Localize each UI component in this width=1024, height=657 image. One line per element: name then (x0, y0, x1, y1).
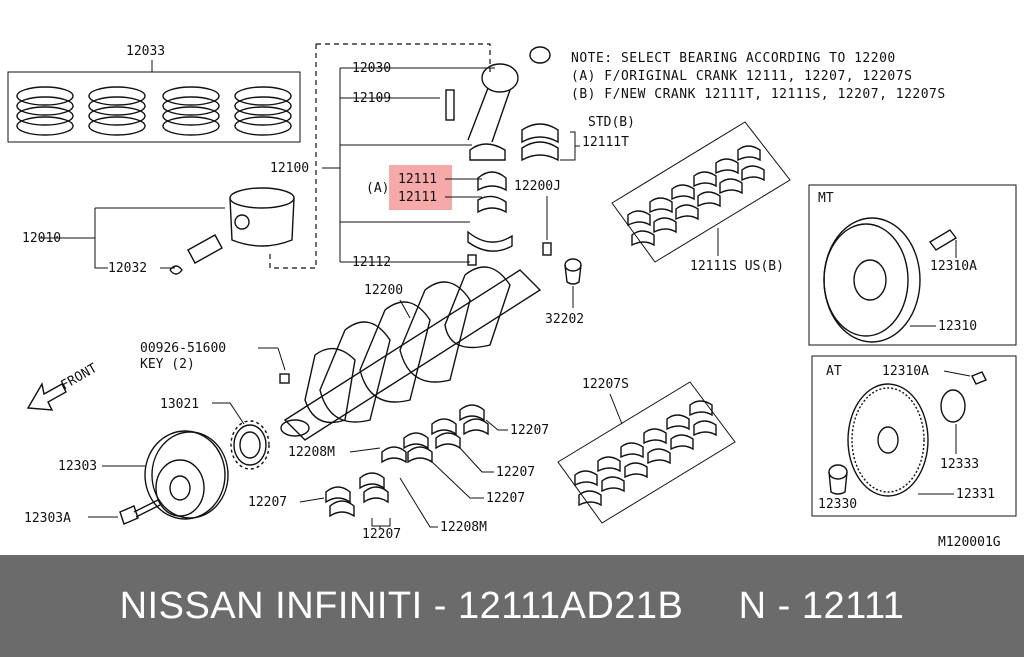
at-drive-plate-panel[interactable] (811, 355, 1017, 517)
label-12331: 12331 (956, 487, 995, 502)
label-13021: 13021 (160, 397, 199, 412)
label-mt: MT (818, 191, 834, 206)
pilot-bushing-32202[interactable] (564, 258, 582, 285)
label-12208m-lower: 12208M (440, 520, 487, 535)
label-std-b: STD(B) (588, 115, 635, 130)
label-12207-d: 12207 (248, 495, 287, 510)
label-at: AT (826, 364, 842, 379)
label-key-name: KEY (2) (140, 357, 195, 372)
label-12111s-us-b: 12111S US(B) (690, 259, 784, 274)
part-number-caption: NISSAN INFINITI - 12111AD21B N - 12111 (119, 584, 905, 627)
label-12200j: 12200J (514, 179, 561, 194)
bearing-set-12207s[interactable] (557, 381, 736, 524)
label-a-marker: (A) (366, 181, 389, 196)
piston-12010[interactable] (169, 187, 295, 275)
parts-diagram: NOTE: SELECT BEARING ACCORDING TO 12200 … (7, 43, 1017, 550)
assembly-dashed-outline (269, 43, 491, 269)
label-12207-c: 12207 (486, 491, 525, 506)
highlight-12111 (389, 165, 452, 210)
footer-banner: NISSAN INFINITI - 12111AD21B N - 12111 (0, 555, 1024, 657)
crankshaft-12200[interactable] (280, 266, 542, 441)
label-key-part: 00926-51600 (140, 341, 226, 356)
note-line-2: (A) F/ORIGINAL CRANK 12111, 12207, 12207… (571, 69, 912, 84)
label-12100: 12100 (270, 161, 309, 176)
label-12032: 12032 (108, 261, 147, 276)
label-12207-a: 12207 (510, 423, 549, 438)
label-12207s: 12207S (582, 377, 629, 392)
label-12200: 12200 (364, 283, 403, 298)
label-12208m-upper: 12208M (288, 445, 335, 460)
crank-pulley-12303[interactable] (144, 430, 229, 520)
connecting-rod[interactable] (445, 46, 551, 266)
label-12310a-at: 12310A (882, 364, 929, 379)
mt-flywheel-panel[interactable] (808, 184, 1017, 346)
crank-sprocket-13021[interactable] (230, 420, 270, 470)
label-front: FRONT (59, 361, 101, 394)
figure-code: M120001G (938, 535, 1001, 550)
label-32202: 32202 (545, 312, 584, 327)
bracket-12100 (322, 67, 495, 263)
label-12030: 12030 (352, 61, 391, 76)
label-12310a-mt: 12310A (930, 259, 977, 274)
pulley-bolt-12303a[interactable] (119, 499, 161, 525)
note-line-3: (B) F/NEW CRANK 12111T, 12111S, 12207, 1… (571, 87, 946, 102)
label-12112: 12112 (352, 255, 391, 270)
label-12111-lower: 12111 (398, 190, 437, 205)
label-12109: 12109 (352, 91, 391, 106)
label-12111-upper: 12111 (398, 172, 437, 187)
label-12111t: 12111T (582, 135, 629, 150)
label-12207-b: 12207 (496, 465, 535, 480)
label-12303: 12303 (58, 459, 97, 474)
bearing-std-b[interactable] (521, 123, 559, 162)
front-direction-arrow: FRONT (26, 361, 101, 411)
dowel-pin-12200j[interactable] (542, 242, 552, 256)
label-12303a: 12303A (24, 511, 71, 526)
label-12310: 12310 (938, 319, 977, 334)
woodruff-key[interactable] (279, 373, 290, 384)
piston-rings-group[interactable] (7, 60, 301, 143)
label-12207-e: 12207 (362, 527, 401, 542)
label-12333: 12333 (940, 457, 979, 472)
bearing-set-12111s[interactable] (611, 121, 791, 263)
note-line-1: NOTE: SELECT BEARING ACCORDING TO 12200 (571, 51, 896, 66)
diagram-drawing: NOTE: SELECT BEARING ACCORDING TO 12200 … (7, 43, 1017, 550)
label-12033: 12033 (126, 44, 165, 59)
label-12010: 12010 (22, 231, 61, 246)
label-12330: 12330 (818, 497, 857, 512)
